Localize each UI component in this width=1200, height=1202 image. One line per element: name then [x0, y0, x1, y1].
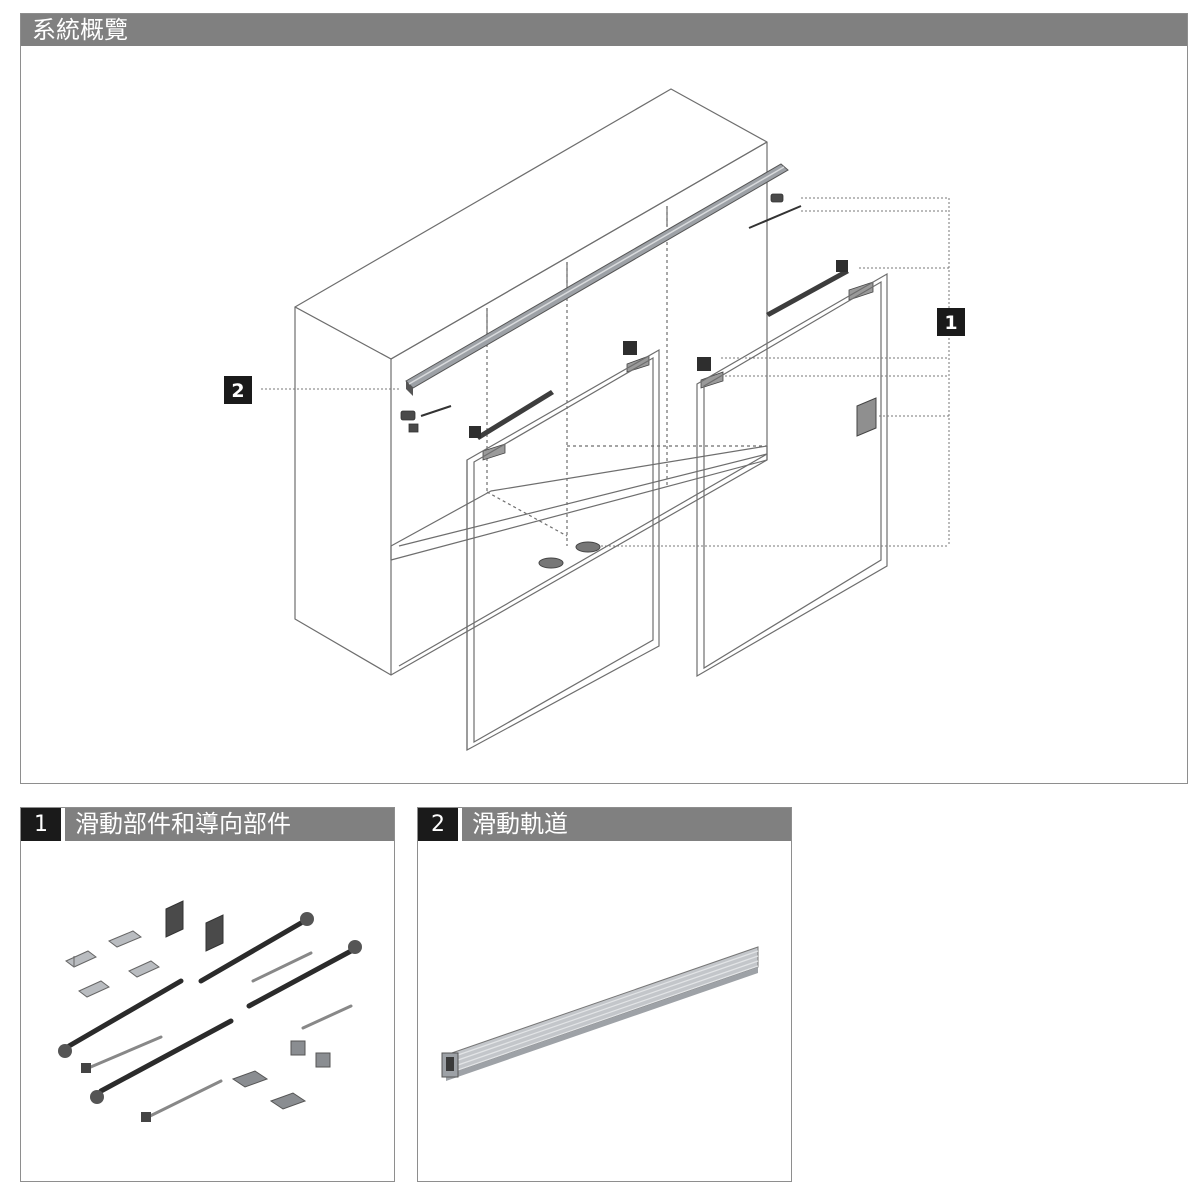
svg-text:2: 2: [231, 380, 244, 402]
sliding-track-illustration: [441, 946, 759, 1081]
detail-1-separator: [61, 808, 65, 841]
detail-2-title: 滑動軌道: [472, 810, 568, 838]
overview-header: 系統概覽: [21, 14, 1187, 46]
system-overview-panel: 系統概覽: [20, 13, 1188, 784]
detail-panel-fittings: 1 滑動部件和導向部件: [20, 807, 395, 1182]
detail-1-title: 滑動部件和導向部件: [75, 810, 291, 838]
callout-2: 2: [224, 376, 252, 404]
overview-title: 系統概覽: [32, 16, 128, 44]
detail-1-header: 1 滑動部件和導向部件: [21, 808, 394, 841]
door-right: [696, 272, 888, 678]
detail-2-separator: [458, 808, 462, 841]
runner-fittings: [469, 260, 877, 569]
detail-2-number: 2: [418, 808, 458, 841]
callout-1: 1: [937, 308, 965, 336]
door-left: [466, 348, 660, 752]
detail-panel-track: 2 滑動軌道: [417, 807, 792, 1182]
top-rail: [405, 163, 789, 396]
detail-2-header: 2 滑動軌道: [418, 808, 791, 841]
svg-text:1: 1: [944, 312, 957, 334]
sliding-fittings-illustration: [58, 900, 362, 1122]
detail-1-number: 1: [21, 808, 61, 841]
cabinet-exploded-diagram: 1 2: [224, 88, 965, 752]
